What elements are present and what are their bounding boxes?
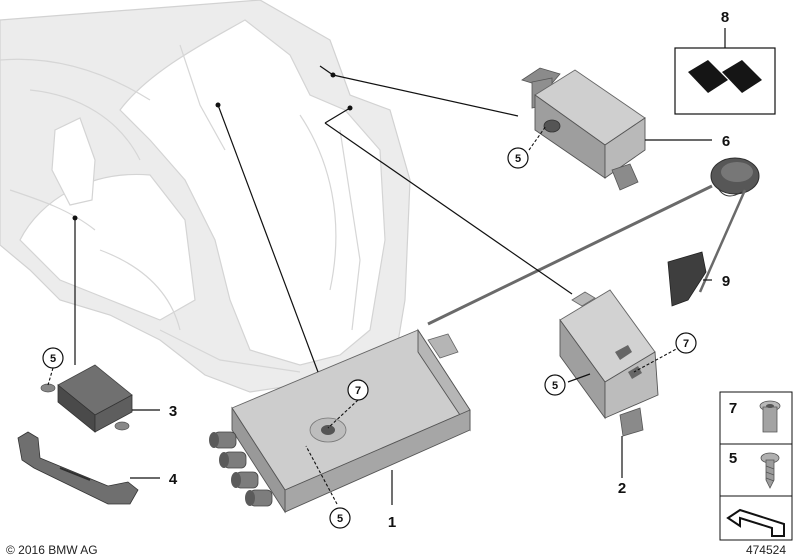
callout-5-part2: 5 [552, 380, 558, 392]
symbol-icon [726, 508, 785, 537]
callout-1: 1 [388, 514, 396, 531]
callout-5-part3: 5 [50, 353, 56, 365]
vehicle-body-side-panel [0, 0, 411, 393]
callout-9: 9 [722, 273, 730, 290]
image-number: 474524 [746, 543, 786, 557]
part-4-bracket [17, 431, 160, 505]
part-8-adhesive-pads [674, 28, 776, 115]
part-2-antenna-module [559, 289, 659, 478]
body-leader-lines [72, 65, 573, 373]
callout-labels: 8 6 9 2 1 3 4 [169, 9, 730, 531]
circled-callouts: 5 5 5 5 7 7 [42, 147, 697, 529]
rivet-nut-icon [759, 400, 781, 433]
callout-3: 3 [169, 403, 177, 420]
fastener-legend: 7 5 [719, 391, 793, 541]
part-9-antenna-cable [427, 157, 760, 326]
callout-7-part2: 7 [683, 338, 689, 350]
part-6-antenna-amplifier [521, 67, 712, 191]
callout-7-part1: 7 [355, 385, 361, 397]
callout-8: 8 [721, 9, 729, 26]
legend-item-7-label: 7 [729, 400, 737, 417]
copyright-text: © 2016 BMW AG [6, 543, 98, 557]
receiver-connectors [209, 431, 273, 507]
callout-2: 2 [618, 480, 626, 497]
screw-icon [760, 452, 780, 489]
part-3-control-unit [40, 364, 160, 433]
callout-5-part1: 5 [337, 513, 343, 525]
legend-item-5-label: 5 [729, 450, 737, 467]
dashed-leader-lines [47, 125, 681, 505]
part-1-receiver-unit [209, 328, 471, 514]
callout-4: 4 [169, 471, 178, 488]
callout-5-part6: 5 [515, 153, 521, 165]
callout-6: 6 [722, 133, 730, 150]
